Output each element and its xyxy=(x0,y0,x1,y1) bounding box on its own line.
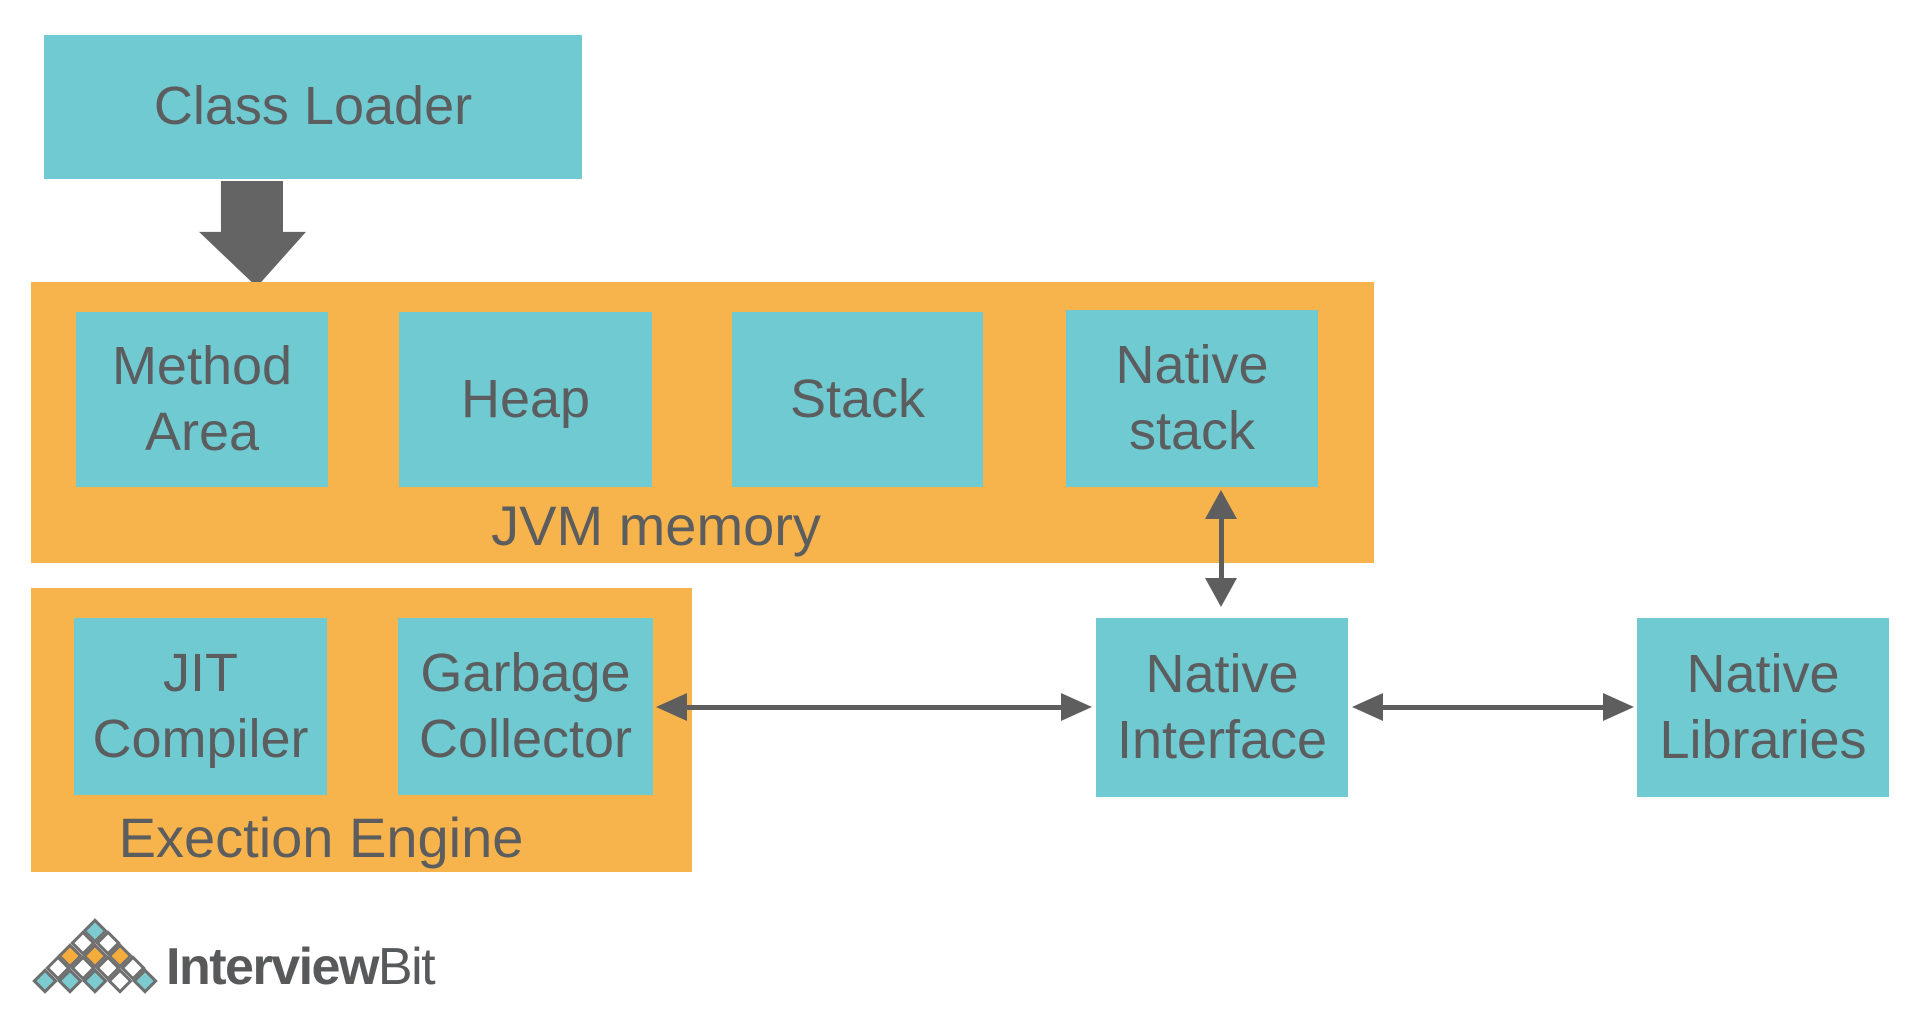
class-loader-box: Class Loader xyxy=(44,35,582,179)
jit-compiler-box: JIT Compiler xyxy=(74,618,327,795)
arrow-right-head xyxy=(1061,693,1092,721)
arrow-left-head xyxy=(1352,693,1383,721)
garbage-collector-box: Garbage Collector xyxy=(398,618,653,795)
arrow-down-head xyxy=(1205,578,1237,607)
execution-engine-label: Exection Engine xyxy=(118,806,524,869)
arrow-shaft xyxy=(684,705,1064,710)
classloader-to-jvmmemory-arrow xyxy=(199,181,306,287)
logo-text-bit: Bit xyxy=(377,938,436,996)
arrow-shaft xyxy=(1380,705,1606,710)
native-interface-box: Native Interface xyxy=(1096,618,1348,797)
heap-box: Heap xyxy=(399,312,652,487)
arrow-up-head xyxy=(1205,490,1237,519)
native-libraries-box: Native Libraries xyxy=(1637,618,1889,797)
interviewbit-logo-text: InterviewBit xyxy=(166,938,436,996)
method-area-box: Method Area xyxy=(76,312,328,487)
arrow-left-head xyxy=(656,693,687,721)
arrow-shaft xyxy=(1219,516,1224,581)
logo-text-interview: Interview xyxy=(166,938,379,996)
arrow-right-head xyxy=(1603,693,1634,721)
native-stack-box: Native stack xyxy=(1066,310,1318,487)
jvm-memory-label: JVM memory xyxy=(491,494,821,557)
stack-box: Stack xyxy=(732,312,983,487)
